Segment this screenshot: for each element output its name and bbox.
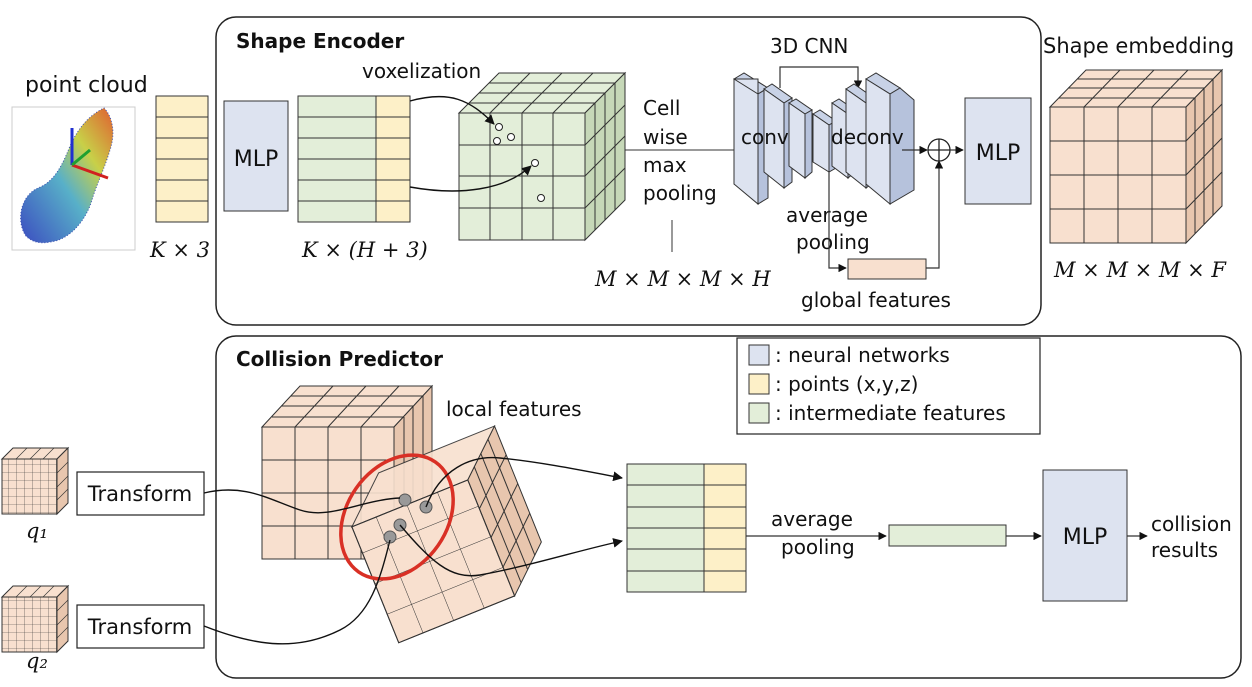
sample-to-table-arrow-1: [425, 456, 623, 508]
global-branch-up: [926, 160, 944, 269]
legend-swatch-points: [748, 373, 770, 395]
result-line-1: collision: [1151, 512, 1232, 536]
shape-embedding-cube: [1048, 68, 1224, 245]
q1-label: q₁: [26, 519, 48, 543]
shape-encoder-panel: [215, 16, 1042, 326]
global-features-block: [847, 258, 927, 280]
transform-2-label: Transform: [87, 615, 192, 639]
cell-pool-line-1: Cell: [643, 96, 680, 120]
pooled-feature-block: [888, 524, 1007, 547]
legend-label-intermediate: : intermediate features: [775, 401, 1006, 425]
cnn-blocks: [733, 72, 915, 206]
legend: : neural networks : points (x,y,z) : int…: [736, 337, 1041, 435]
dim-features-label: K × (H + 3): [301, 238, 428, 262]
cell-pool-line-4: pooling: [643, 181, 717, 205]
cell-pool-line-3: max: [643, 153, 687, 177]
transform-1-curve: [203, 489, 401, 514]
voxel-grid-cube: [457, 71, 627, 242]
q2-cube: [0, 584, 70, 654]
dim-voxel-label: M × M × M × H: [594, 267, 771, 291]
deconv-label: deconv: [831, 125, 904, 149]
avg-pool-enc-line-2: pooling: [796, 230, 870, 254]
point-features-table: [297, 95, 411, 223]
shape-embedding-label: Shape embedding: [1043, 34, 1234, 58]
sample-point-1: [398, 493, 412, 507]
transform-2-box: [76, 604, 205, 649]
local-features-label: local features: [446, 397, 582, 421]
sampled-features-table: [626, 463, 747, 593]
global-branch-down: [828, 172, 847, 273]
predictor-mlp-block: [1042, 469, 1128, 602]
point-cloud-image: [11, 106, 136, 251]
voxelization-arrow-bottom: [409, 165, 532, 192]
avg-pool-enc-line-1: average: [786, 203, 868, 227]
avg-pool-pred-line-1: average: [771, 507, 853, 531]
voxelization-arrow-top: [409, 95, 495, 125]
cnn-title: 3D CNN: [770, 34, 848, 58]
cell-pool-line-2: wise: [643, 125, 688, 149]
local-features-cube-2: [350, 424, 542, 644]
collision-predictor-panel: [215, 335, 1242, 679]
avg-pool-pred-line-2: pooling: [781, 535, 855, 559]
predictor-mlp-label: MLP: [1063, 525, 1108, 550]
legend-swatch-intermediate: [748, 402, 770, 424]
encoder-mlp2-block: [964, 97, 1032, 205]
conv-label: conv: [741, 125, 789, 149]
q2-label: q₂: [26, 649, 48, 673]
skip-connection: [779, 66, 863, 89]
legend-label-points: : points (x,y,z): [775, 372, 918, 396]
collision-predictor-title: Collision Predictor: [236, 347, 443, 371]
legend-label-neural: : neural networks: [775, 343, 950, 367]
point-cloud-label: point cloud: [25, 73, 148, 98]
sample-to-table-arrow-2: [399, 524, 623, 577]
voxelization-label: voxelization: [362, 59, 481, 83]
dim-points-label: K × 3: [149, 238, 210, 262]
encoder-mlp2-label: MLP: [976, 141, 1021, 166]
legend-swatch-neural: [748, 344, 770, 366]
shape-encoder-title: Shape Encoder: [236, 29, 404, 53]
q1-cube: [0, 446, 70, 516]
sample-point-4: [383, 530, 397, 544]
global-features-label: global features: [801, 288, 951, 312]
intersection-highlight: [339, 453, 455, 581]
transform-2-curve: [203, 539, 391, 645]
encoder-mlp-block: [223, 100, 289, 212]
dim-embedding-label: M × M × M × F: [1053, 258, 1227, 282]
input-points-column: [155, 95, 209, 223]
transform-1-label: Transform: [87, 482, 192, 506]
encoder-mlp-label: MLP: [234, 147, 279, 172]
transform-1-box: [76, 471, 205, 516]
result-line-2: results: [1151, 538, 1218, 562]
